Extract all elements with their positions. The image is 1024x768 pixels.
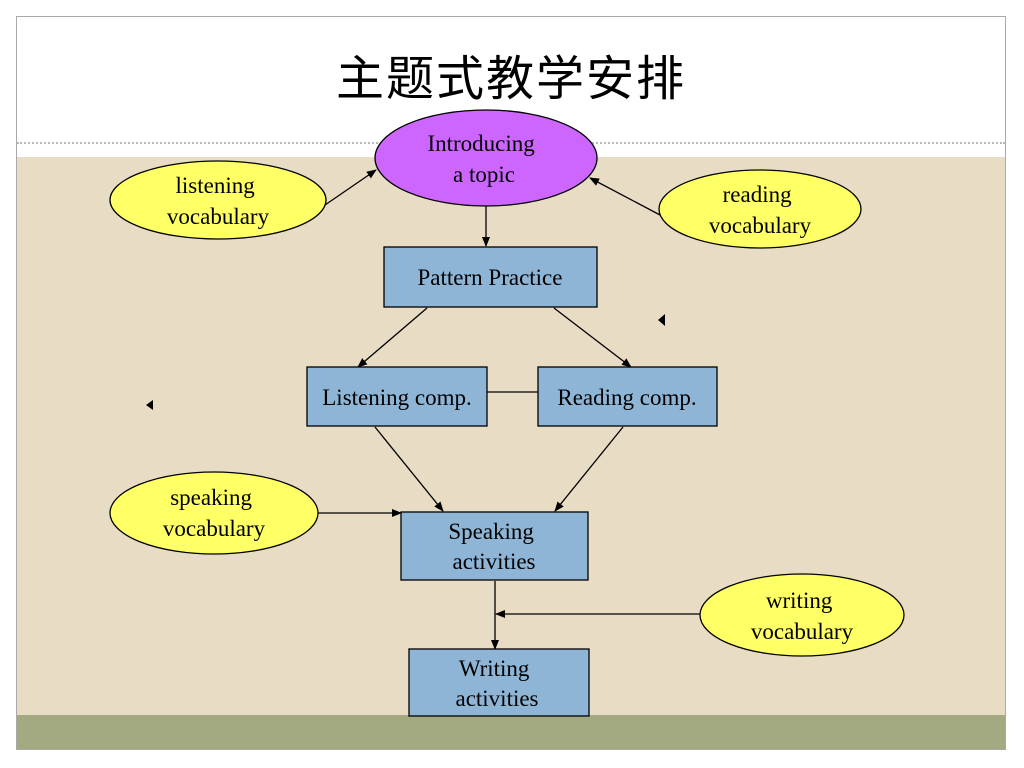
- reading-comp-label: Reading comp.: [557, 385, 696, 410]
- topic-label-line-2: a topic: [453, 162, 515, 187]
- writing-activities-box: [408, 648, 590, 717]
- svg-text:Reading comp.: Reading comp.: [557, 385, 696, 410]
- slide-title: 主题式教学安排: [335, 51, 686, 107]
- svg-text:listening vocabulary: listening vocabulary: [167, 173, 270, 229]
- svg-text:Pattern Practice: Pattern Practice: [418, 265, 563, 290]
- svg-text:writing vocabulary: writing vocabulary: [751, 588, 854, 644]
- node-reading-vocabulary: reading vocabulary: [658, 169, 862, 249]
- speaking-vocabulary-line-2: vocabulary: [163, 516, 266, 541]
- arrow-reading-to-speaking: [554, 426, 624, 512]
- reading-comp-box: [537, 366, 718, 427]
- connectors: [316, 169, 700, 650]
- node-reading-comp: Reading comp.: [537, 366, 718, 427]
- node-speaking-activities: Speaking activities: [400, 511, 589, 581]
- listening-vocabulary-line-2: vocabulary: [167, 204, 270, 229]
- node-writing-activities: Writing activities: [408, 648, 590, 717]
- arrow-listening-to-speaking: [374, 426, 444, 512]
- speaking-activities-box: [400, 511, 589, 581]
- reading-vocabulary-line-2: vocabulary: [709, 213, 812, 238]
- svg-text:Introducing a topic: Introducing a topic: [427, 131, 540, 187]
- node-introducing-topic: Introducing a topic: [374, 109, 598, 207]
- svg-text:Writing activities: Writing activities: [455, 656, 538, 711]
- writing-vocabulary-line-2: vocabulary: [751, 619, 854, 644]
- listening-vocabulary-ellipse: [109, 160, 327, 240]
- writing-activities-line-2: activities: [455, 686, 538, 711]
- footer-band: [17, 715, 1005, 749]
- arrow-pattern-to-reading: [553, 307, 632, 368]
- arrow-listening-vocab-to-topic: [324, 169, 377, 206]
- node-writing-vocabulary: writing vocabulary: [699, 573, 905, 657]
- svg-text:speaking vocabulary: speaking vocabulary: [163, 485, 266, 541]
- pointer-mark: [658, 314, 665, 326]
- node-speaking-vocabulary: speaking vocabulary: [109, 471, 319, 555]
- svg-text:reading vocabulary: reading vocabulary: [709, 182, 812, 238]
- speaking-vocabulary-line-1: speaking: [170, 485, 252, 510]
- node-listening-vocabulary: listening vocabulary: [109, 160, 327, 240]
- node-pattern-practice: Pattern Practice: [383, 246, 598, 308]
- topic-label-line-1: Introducing: [427, 131, 535, 156]
- reading-vocabulary-line-1: reading: [723, 182, 792, 207]
- listening-comp-label: Listening comp.: [322, 385, 471, 410]
- arrow-pattern-to-listening: [357, 307, 428, 368]
- reading-vocabulary-ellipse: [658, 169, 862, 249]
- svg-text:Listening comp.: Listening comp.: [322, 385, 471, 410]
- writing-vocabulary-ellipse: [699, 573, 905, 657]
- listening-comp-box: [306, 366, 488, 427]
- listening-vocabulary-line-1: listening: [176, 173, 256, 198]
- topic-ellipse: [374, 109, 598, 207]
- svg-text:Speaking activities: Speaking activities: [448, 519, 539, 574]
- pattern-practice-box: [383, 246, 598, 308]
- speaking-activities-line-2: activities: [452, 549, 535, 574]
- speaking-vocabulary-ellipse: [109, 471, 319, 555]
- pattern-practice-label: Pattern Practice: [418, 265, 563, 290]
- pointer-mark: [146, 400, 153, 410]
- node-listening-comp: Listening comp.: [306, 366, 488, 427]
- arrow-reading-vocab-to-topic: [589, 177, 661, 216]
- writing-vocabulary-line-1: writing: [766, 588, 833, 613]
- writing-activities-line-1: Writing: [459, 656, 530, 681]
- speaking-activities-line-1: Speaking: [448, 519, 534, 544]
